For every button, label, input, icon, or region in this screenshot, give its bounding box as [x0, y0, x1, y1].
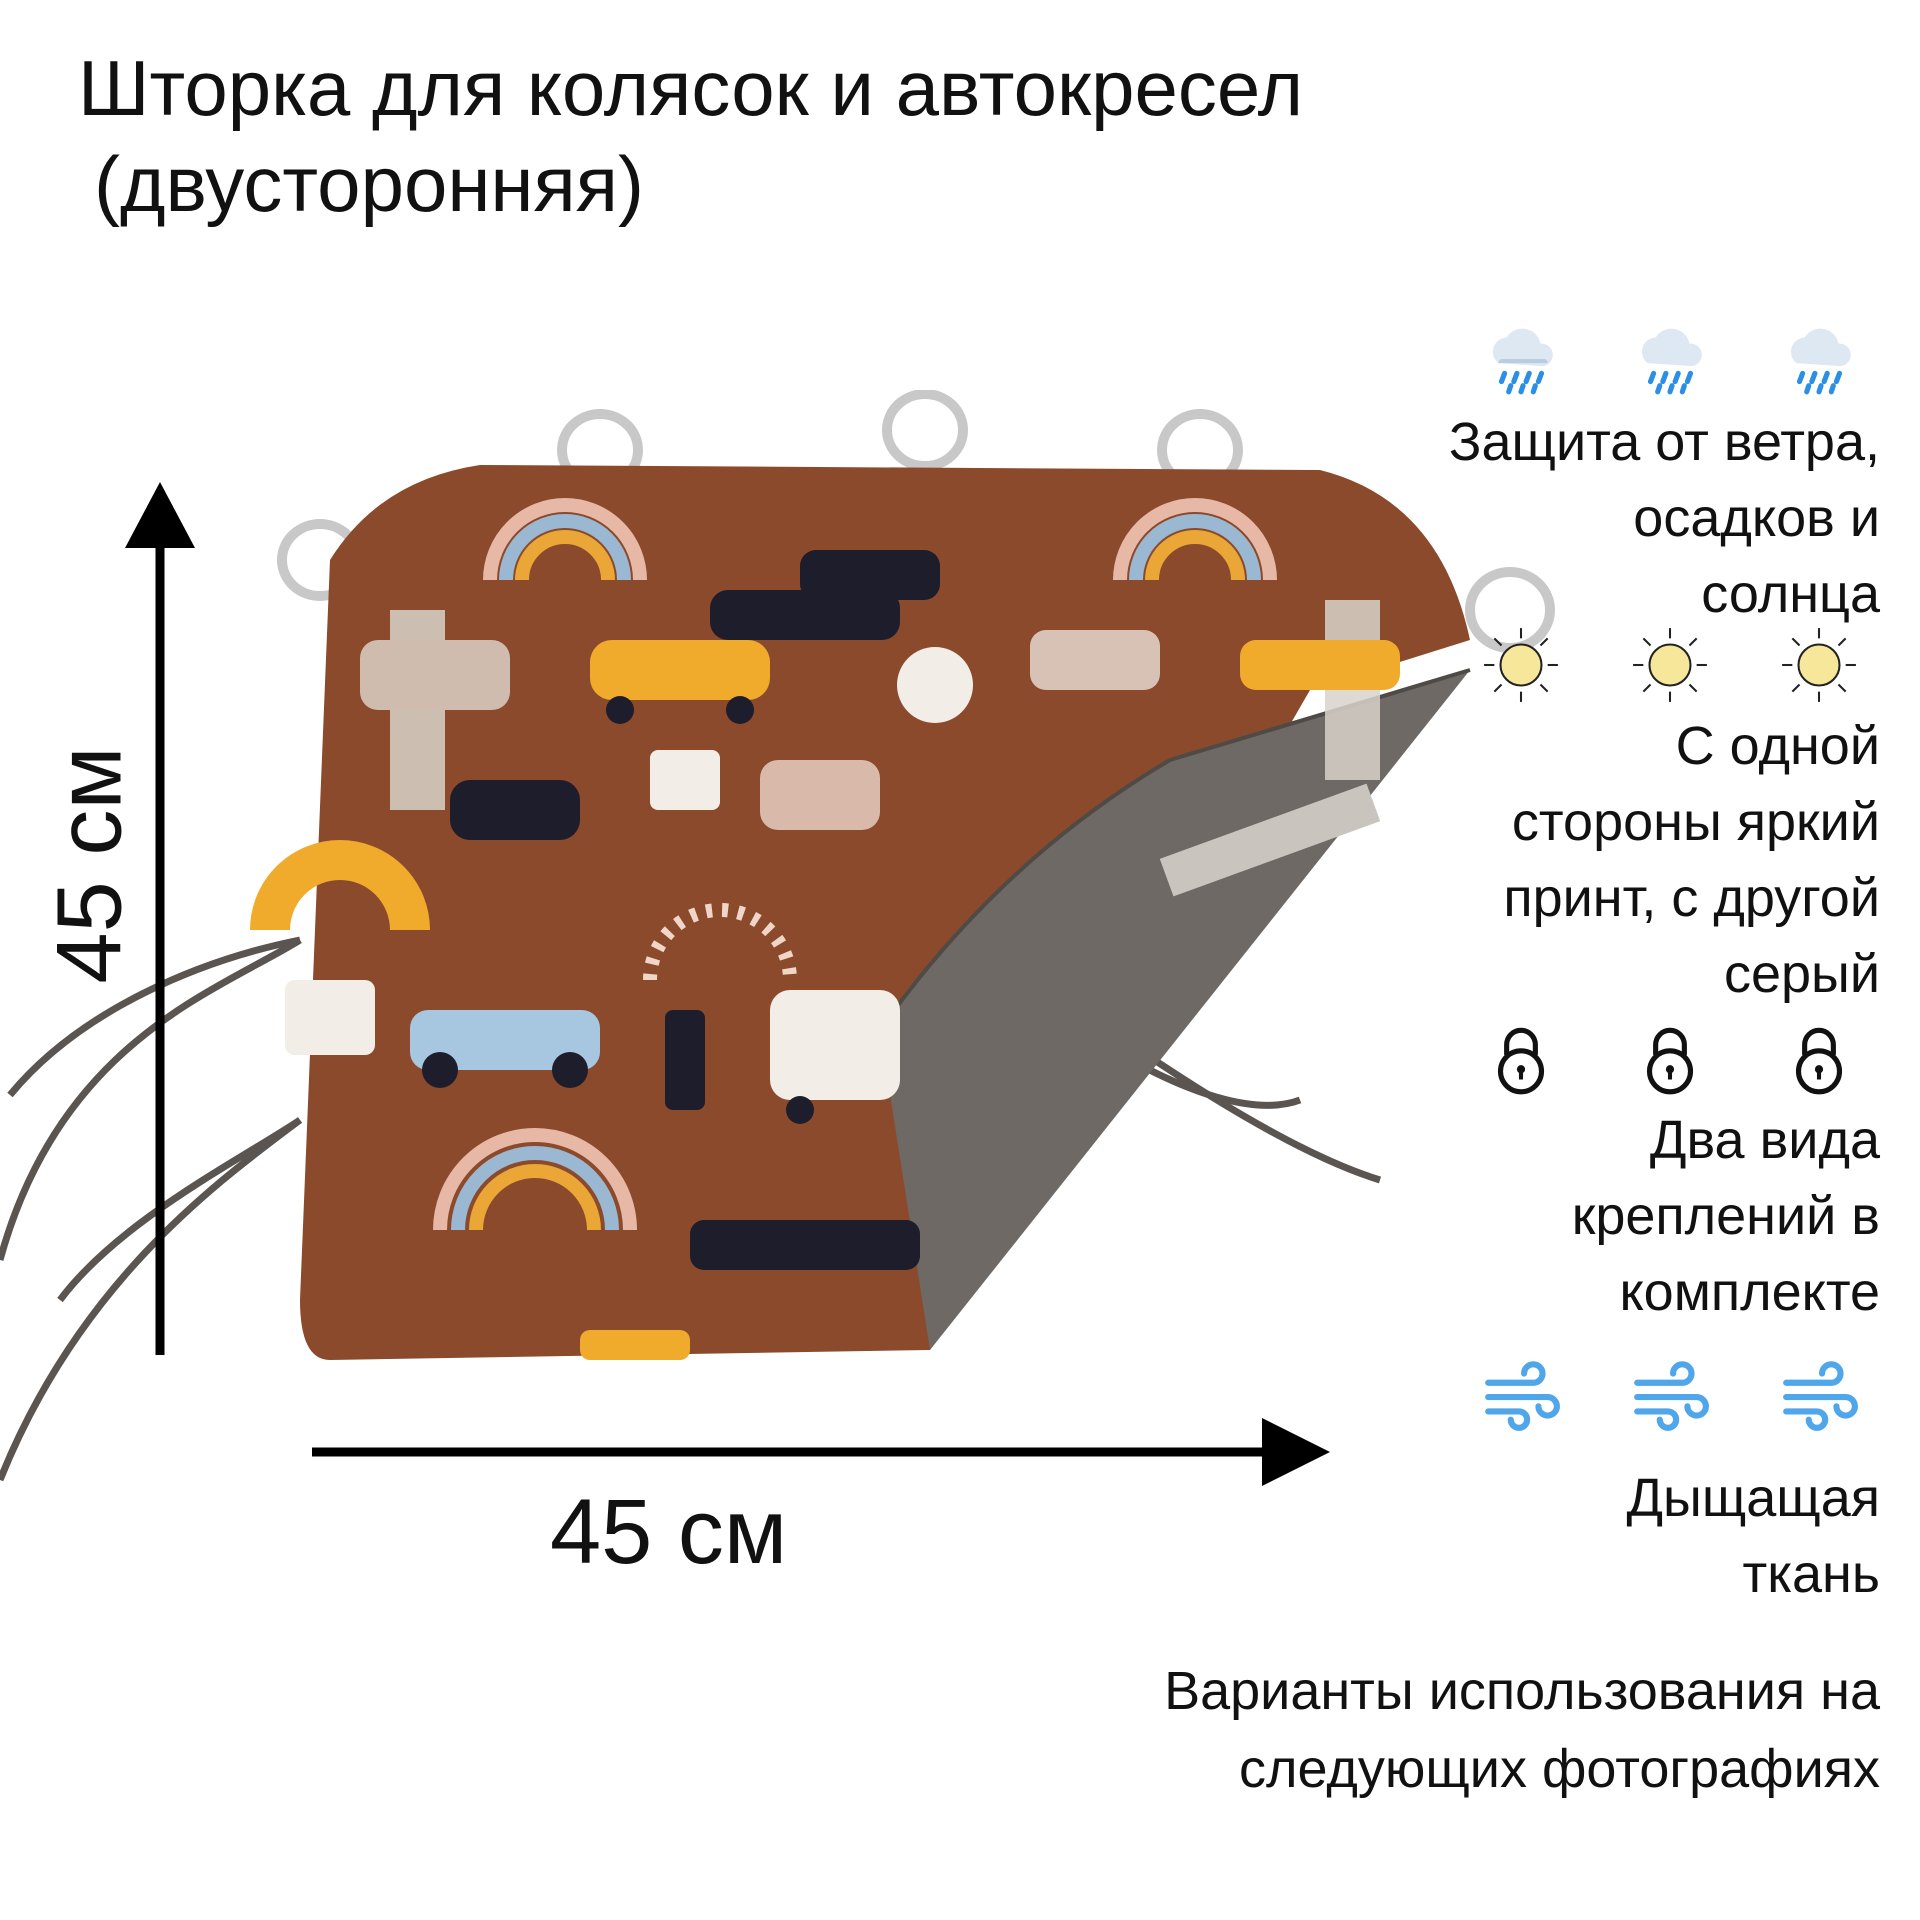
lock-icon [1795, 1027, 1843, 1095]
page-title: Шторка для колясок и автокресел (двустор… [78, 40, 1303, 232]
feature-two-fastenings: Два вида креплений в комплекте [1571, 1110, 1880, 1322]
lock-icons-row [1480, 1018, 1860, 1100]
wind-icon [1485, 1361, 1560, 1431]
product-photo [0, 390, 1555, 1482]
lock-icon [1497, 1027, 1545, 1095]
fabric-pattern [433, 498, 1277, 1231]
rain-icons-row [1480, 318, 1860, 400]
rain-cloud-icon [1790, 328, 1851, 395]
fabric-printed-side [300, 465, 1470, 1360]
sun-icon [1484, 628, 1558, 702]
title-line-1: Шторка для колясок и автокресел [78, 44, 1304, 132]
lock-icon [1646, 1027, 1694, 1095]
height-dimension-label: 45 см [38, 746, 141, 984]
wind-icons-row [1480, 1352, 1860, 1434]
sun-icon [1782, 628, 1856, 702]
fabric-cars [360, 550, 1400, 1360]
usage-note: Варианты использования на следующих фото… [1164, 1661, 1880, 1799]
feature-weather-protection: Защита от ветра, осадков и солнца [1448, 412, 1880, 624]
rain-cloud-icon [1492, 328, 1553, 395]
sun-icons-row [1480, 624, 1860, 706]
sun-icon [1633, 628, 1707, 702]
title-line-2: (двусторонняя) [94, 140, 644, 228]
feature-two-sided: С одной стороны яркий принт, с другой се… [1503, 716, 1880, 1004]
rain-cloud-icon [1641, 328, 1702, 395]
width-dimension-label: 45 см [550, 1481, 788, 1583]
wind-icon [1783, 1361, 1858, 1431]
width-arrow-head [1262, 1418, 1330, 1486]
wind-icon [1634, 1361, 1709, 1431]
feature-breathable: Дыщащая ткань [1626, 1468, 1880, 1604]
height-arrow-head [125, 482, 195, 548]
fabric-signs [285, 647, 973, 1110]
